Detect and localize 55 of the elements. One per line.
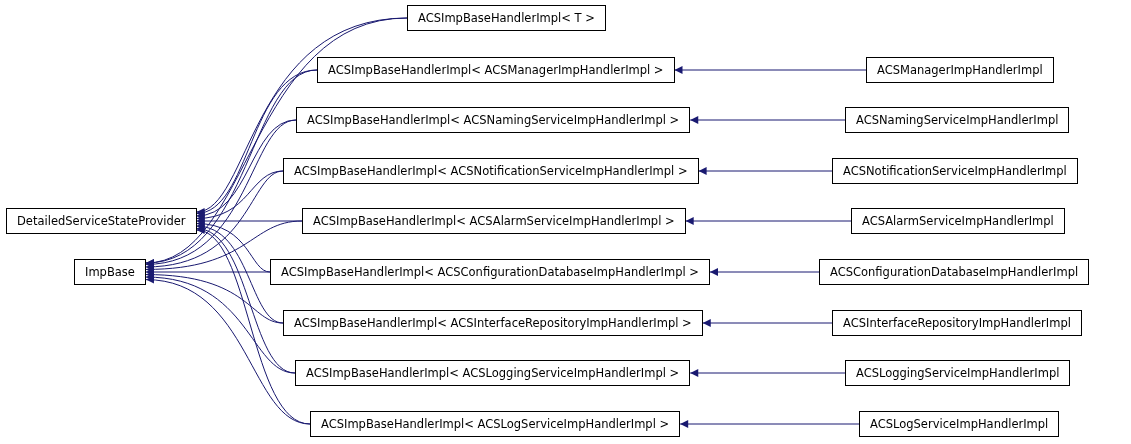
- inheritance-arrow: [709, 268, 820, 276]
- class-box: [407, 5, 606, 31]
- class-name: DetailedServiceStateProvider: [17, 214, 186, 228]
- class-box: [845, 107, 1070, 133]
- class-box: [866, 57, 1054, 83]
- inheritance-arrow: [196, 220, 271, 273]
- inheritance-arrow: [689, 116, 846, 124]
- class-name: ACSLogServiceImpHandlerImpl: [870, 417, 1049, 431]
- class-box: [270, 259, 710, 285]
- class-box: [283, 310, 703, 336]
- class-name: ACSImpBaseHandlerImpl< ACSManagerImpHandlerImpl >: [328, 63, 664, 77]
- class-box: [317, 57, 675, 83]
- class-name: ACSNamingServiceImpHandlerImpl: [856, 113, 1059, 127]
- class-name: ACSNotificationServiceImpHandlerImpl: [843, 164, 1067, 178]
- class-name: ACSInterfaceRepositoryImpHandlerImpl: [843, 316, 1071, 330]
- class-box: [819, 259, 1090, 285]
- class-box: [851, 208, 1065, 234]
- class-name: ACSImpBaseHandlerImpl< ACSNotificationServiceImpHandlerImpl >: [294, 164, 688, 178]
- class-box: [845, 360, 1071, 386]
- inheritance-arrow: [685, 217, 852, 225]
- inheritance-arrow: [145, 270, 284, 324]
- class-box: [832, 310, 1082, 336]
- inheritance-arrow: [145, 119, 297, 268]
- class-box: [283, 158, 699, 184]
- inheritance-arrow: [689, 369, 846, 377]
- class-box: [295, 360, 691, 386]
- inheritance-arrow: [145, 268, 271, 276]
- inheritance-arrow: [145, 170, 284, 271]
- class-box: [74, 259, 146, 285]
- class-box: [296, 107, 691, 133]
- class-name: ACSManagerImpHandlerImpl: [877, 63, 1043, 77]
- inheritance-arrow: [145, 220, 303, 274]
- class-box: [832, 158, 1078, 184]
- inheritance-arrow: [145, 276, 311, 425]
- inheritance-arrow: [145, 69, 318, 266]
- class-name: ACSImpBaseHandlerImpl< ACSConfigurationDatabaseImpHandlerImpl >: [281, 265, 699, 279]
- class-name: ACSImpBaseHandlerImpl< ACSLogServiceImpHandlerImpl >: [321, 417, 670, 431]
- inheritance-arrow: [702, 319, 833, 327]
- inheritance-arrow: [679, 420, 860, 428]
- class-name: ACSLoggingServiceImpHandlerImpl: [856, 366, 1060, 380]
- class-name: ACSImpBaseHandlerImpl< ACSLoggingServiceImpHandlerImpl >: [306, 366, 680, 380]
- class-name: ACSImpBaseHandlerImpl< T >: [418, 11, 595, 25]
- class-name: ACSImpBaseHandlerImpl< ACSInterfaceRepositoryImpHandlerImpl >: [294, 316, 692, 330]
- inheritance-arrow: [145, 273, 296, 374]
- inheritance-arrow: [674, 66, 867, 74]
- class-box: [859, 411, 1060, 437]
- class-name: ImpBase: [85, 265, 135, 279]
- class-box: [310, 411, 681, 437]
- class-name: ACSImpBaseHandlerImpl< ACSAlarmServiceImpHandlerImpl >: [313, 214, 675, 228]
- class-name: ACSImpBaseHandlerImpl< ACSNamingServiceImpHandlerImpl >: [307, 113, 680, 127]
- class-box: [302, 208, 686, 234]
- class-name: ACSConfigurationDatabaseImpHandlerImpl: [830, 265, 1079, 279]
- inheritance-arrow: [698, 167, 833, 175]
- class-box: [6, 208, 197, 234]
- class-name: ACSAlarmServiceImpHandlerImpl: [862, 214, 1054, 228]
